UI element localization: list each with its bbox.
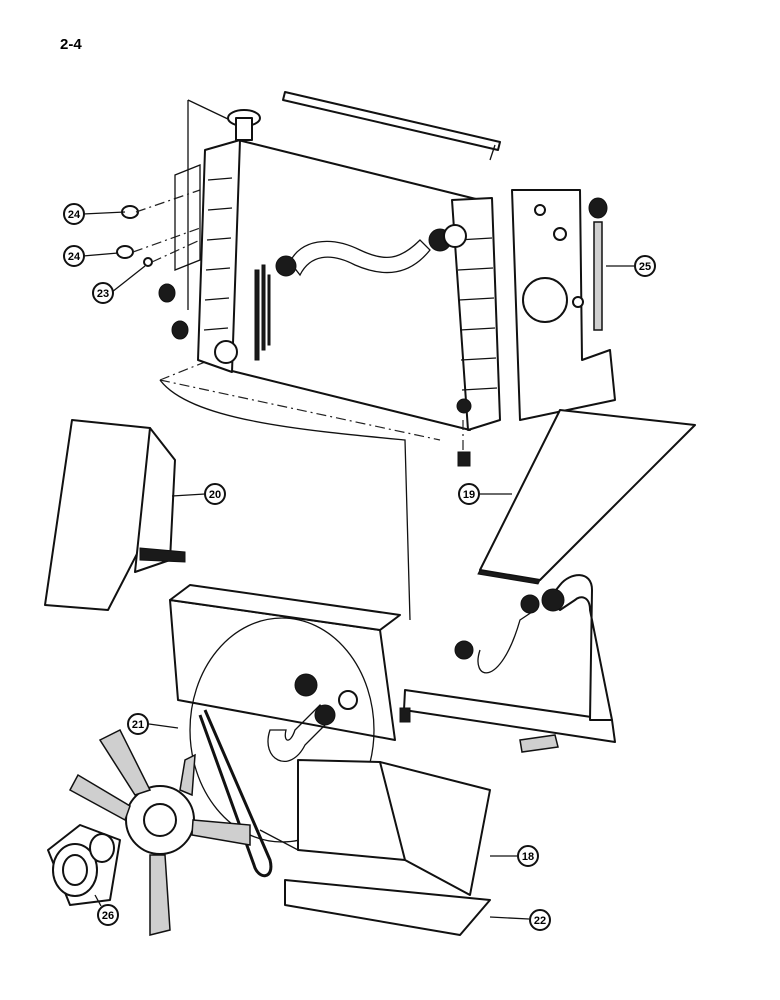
radiator-seal-plate: [159, 99, 441, 441]
callout-23-label: 23: [97, 288, 109, 300]
callout-21-label: 21: [132, 719, 144, 731]
drain-cock: [457, 420, 471, 467]
page-number: 2-4: [60, 36, 82, 53]
callout-22-label: 22: [534, 915, 546, 927]
callout-18: 18: [517, 845, 539, 867]
right-side-panel: [511, 189, 616, 421]
callout-25-label: 25: [639, 261, 651, 273]
callout-24-top-label: 24: [68, 209, 81, 221]
left-baffle: [44, 419, 186, 611]
lower-coolant-pipe: [399, 574, 616, 753]
callout-21: 21: [127, 713, 149, 735]
callout-19-label: 19: [463, 489, 475, 501]
callout-18-label: 18: [522, 851, 534, 863]
shroud-panel: [159, 379, 411, 843]
callout-24-top: 24: [63, 203, 85, 225]
bottom-plate: [284, 879, 491, 936]
callout-22: 22: [529, 909, 551, 931]
lower-shroud: [259, 759, 491, 896]
fan-belt: [198, 709, 273, 878]
callout-24-bottom-label: 24: [68, 251, 81, 263]
callout-19: 19: [458, 483, 480, 505]
callout-26-label: 26: [102, 910, 114, 922]
callout-leaders: [82, 211, 634, 920]
callout-25: 25: [634, 255, 656, 277]
top-seal-strip: [282, 91, 501, 161]
callout-20: 20: [204, 483, 226, 505]
callout-24-bottom: 24: [63, 245, 85, 267]
radiator: [197, 109, 501, 431]
water-pump: [47, 824, 121, 906]
callout-26: 26: [97, 904, 119, 926]
fan: [68, 728, 251, 936]
callout-20-label: 20: [209, 489, 221, 501]
grommets: [116, 164, 201, 340]
right-baffle: [477, 409, 696, 585]
callout-23: 23: [92, 282, 114, 304]
